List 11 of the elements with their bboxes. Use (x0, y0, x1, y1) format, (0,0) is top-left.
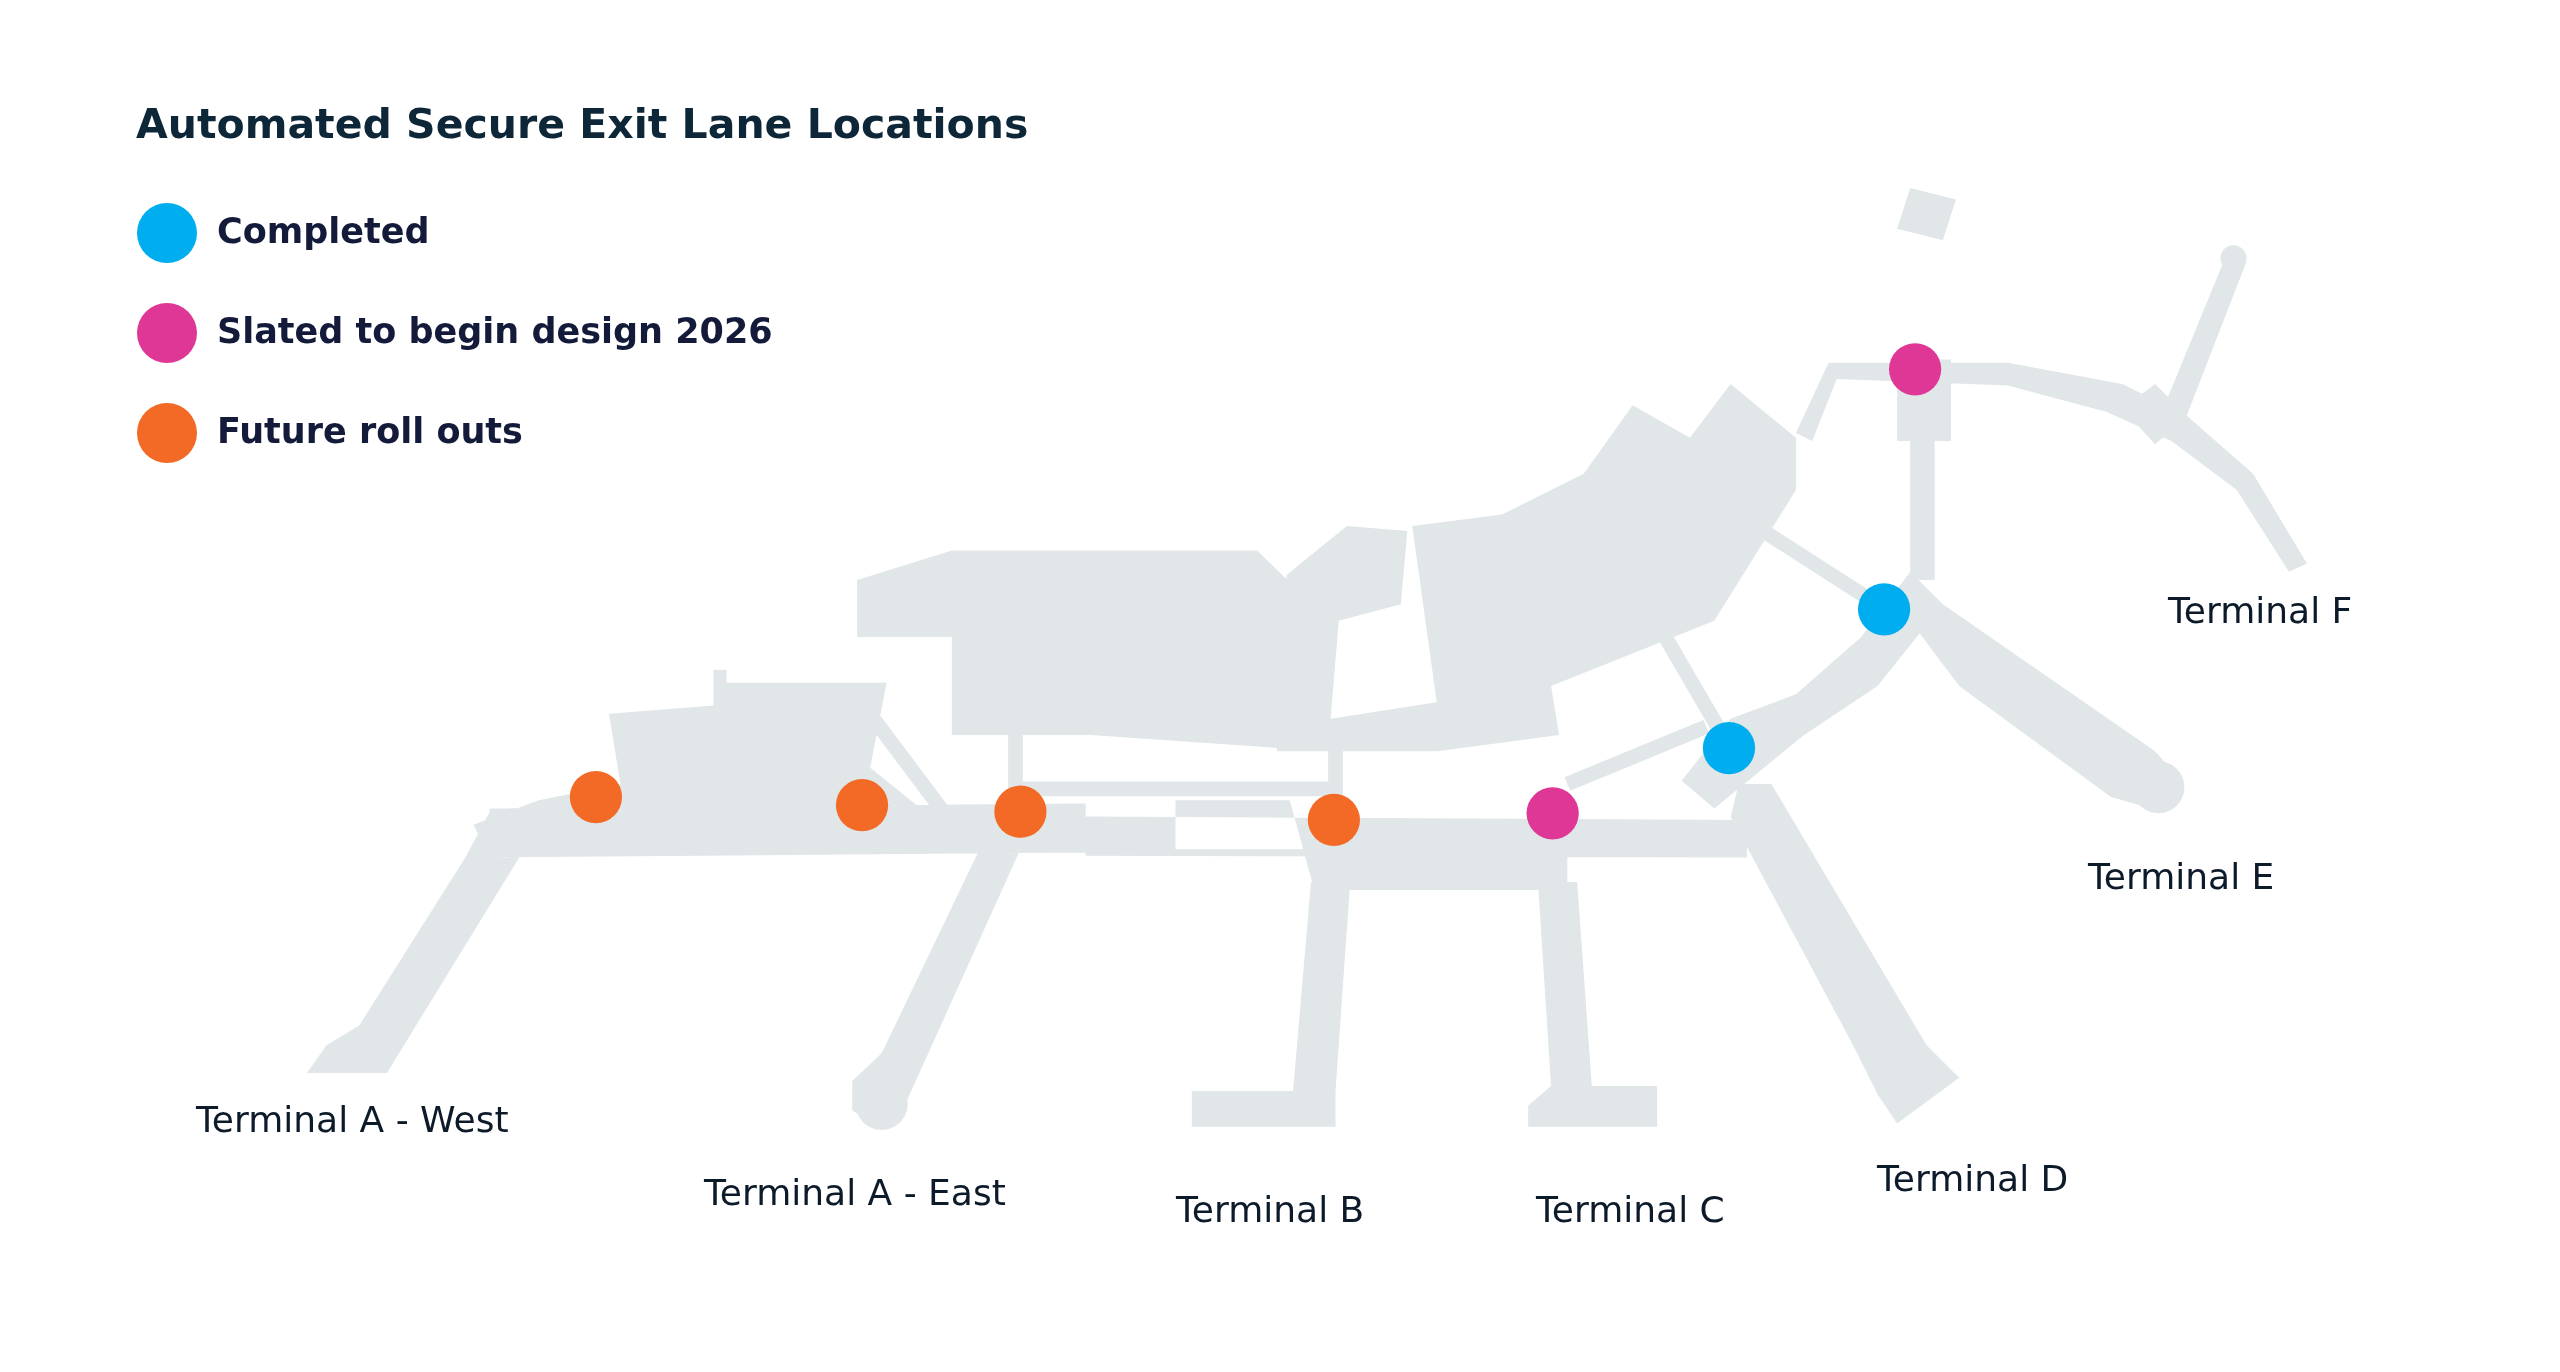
terminal-label: Terminal B (1176, 1188, 1365, 1230)
map-title: Automated Secure Exit Lane Locations (136, 100, 1029, 148)
terminal-label: Terminal A - East (704, 1171, 1006, 1213)
legend-label: Future roll outs (217, 411, 523, 451)
terminal-label: Terminal A - West (196, 1098, 509, 1140)
terminal-label: Terminal D (1877, 1157, 2069, 1199)
terminal-label: Terminal E (2088, 855, 2275, 897)
legend-label: Slated to begin design 2026 (217, 311, 773, 351)
terminal-label: Terminal F (2168, 589, 2353, 631)
terminal-label: Terminal C (1536, 1188, 1725, 1230)
legend-label: Completed (217, 211, 430, 251)
